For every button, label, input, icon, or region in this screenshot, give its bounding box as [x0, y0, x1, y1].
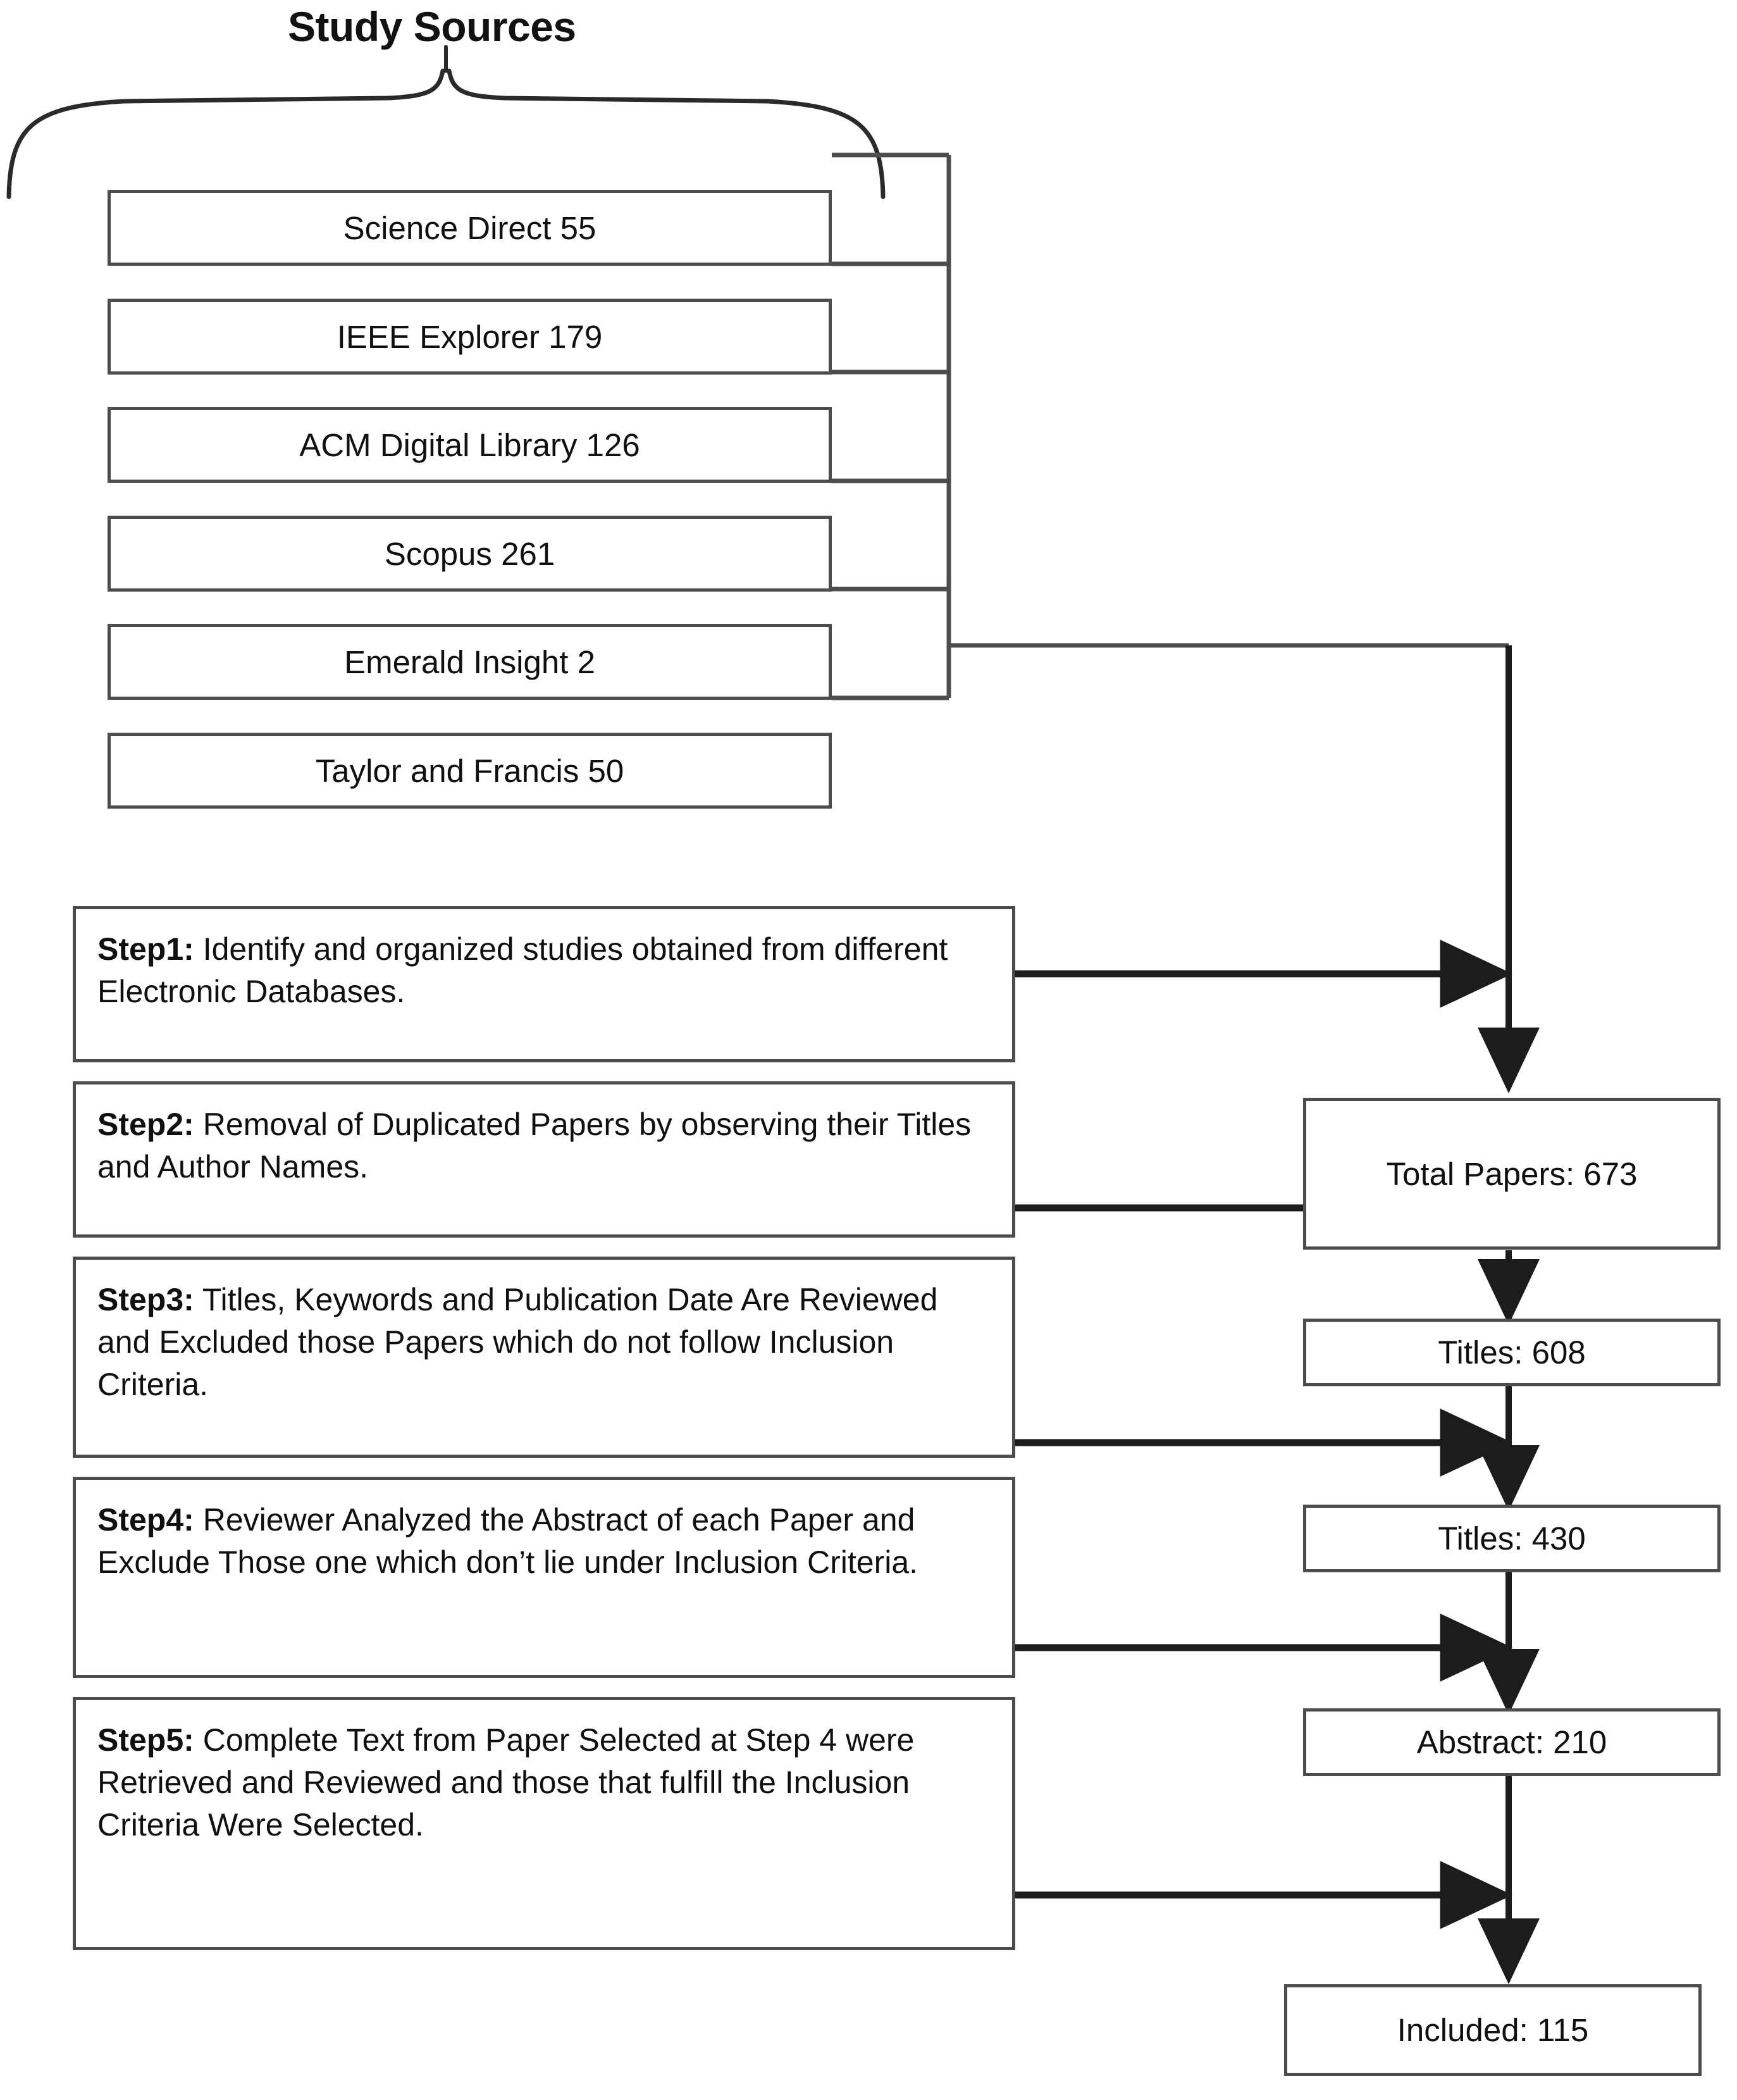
result-label: Titles: 430 [1438, 1520, 1586, 1556]
source-bus [832, 152, 951, 700]
step-4-prefix: Step4: [97, 1502, 194, 1538]
result-box-titles-430[interactable]: Titles: 430 [1303, 1505, 1721, 1572]
source-box-science-direct[interactable]: Science Direct 55 [108, 190, 832, 266]
step-1-body: Identify and organized studies obtained … [97, 931, 948, 1009]
step-1-prefix: Step1: [97, 931, 194, 967]
result-box-included-115[interactable]: Included: 115 [1284, 1984, 1702, 2076]
source-label: ACM Digital Library 126 [299, 426, 640, 463]
result-label: Total Papers: 673 [1386, 1155, 1638, 1192]
step-5-text: Step5: Complete Text from Paper Selected… [97, 1719, 996, 1846]
source-box-acm-digital-library[interactable]: ACM Digital Library 126 [108, 407, 832, 483]
step-4-text: Step4: Reviewer Analyzed the Abstract of… [97, 1499, 996, 1584]
result-box-titles-608[interactable]: Titles: 608 [1303, 1319, 1721, 1386]
step-5-body: Complete Text from Paper Selected at Ste… [97, 1722, 915, 1842]
source-label: Taylor and Francis 50 [315, 752, 624, 789]
page-title: Study Sources [288, 3, 576, 50]
source-label: IEEE Explorer 179 [337, 318, 603, 355]
source-label: Emerald Insight 2 [344, 643, 595, 680]
step-3-text: Step3: Titles, Keywords and Publication … [97, 1279, 996, 1406]
source-box-ieee-explorer[interactable]: IEEE Explorer 179 [108, 299, 832, 375]
curly-brace [6, 45, 886, 199]
step-5-prefix: Step5: [97, 1722, 194, 1758]
step-box-1[interactable]: Step1: Identify and organized studies ob… [73, 906, 1015, 1062]
step-box-3[interactable]: Step3: Titles, Keywords and Publication … [73, 1257, 1015, 1458]
source-label: Scopus 261 [384, 535, 555, 572]
step-4-body: Reviewer Analyzed the Abstract of each P… [97, 1502, 918, 1580]
result-label: Included: 115 [1397, 2012, 1589, 2048]
step-2-body: Removal of Duplicated Papers by observin… [97, 1107, 972, 1184]
step-box-5[interactable]: Step5: Complete Text from Paper Selected… [73, 1697, 1015, 1950]
result-label: Titles: 608 [1438, 1334, 1586, 1370]
step-2-prefix: Step2: [97, 1107, 194, 1142]
result-box-total-papers[interactable]: Total Papers: 673 [1303, 1098, 1721, 1250]
result-box-abstract-210[interactable]: Abstract: 210 [1303, 1708, 1721, 1776]
source-box-taylor-and-francis[interactable]: Taylor and Francis 50 [108, 733, 832, 809]
source-label: Science Direct 55 [343, 209, 597, 246]
step-box-4[interactable]: Step4: Reviewer Analyzed the Abstract of… [73, 1477, 1015, 1678]
source-box-scopus[interactable]: Scopus 261 [108, 516, 832, 592]
result-label: Abstract: 210 [1416, 1724, 1607, 1760]
step-3-prefix: Step3: [97, 1282, 194, 1317]
step-box-2[interactable]: Step2: Removal of Duplicated Papers by o… [73, 1081, 1015, 1238]
step-3-body: Titles, Keywords and Publication Date Ar… [97, 1282, 938, 1402]
source-box-emerald-insight[interactable]: Emerald Insight 2 [108, 624, 832, 700]
step-2-text: Step2: Removal of Duplicated Papers by o… [97, 1103, 996, 1188]
step-1-text: Step1: Identify and organized studies ob… [97, 928, 996, 1013]
